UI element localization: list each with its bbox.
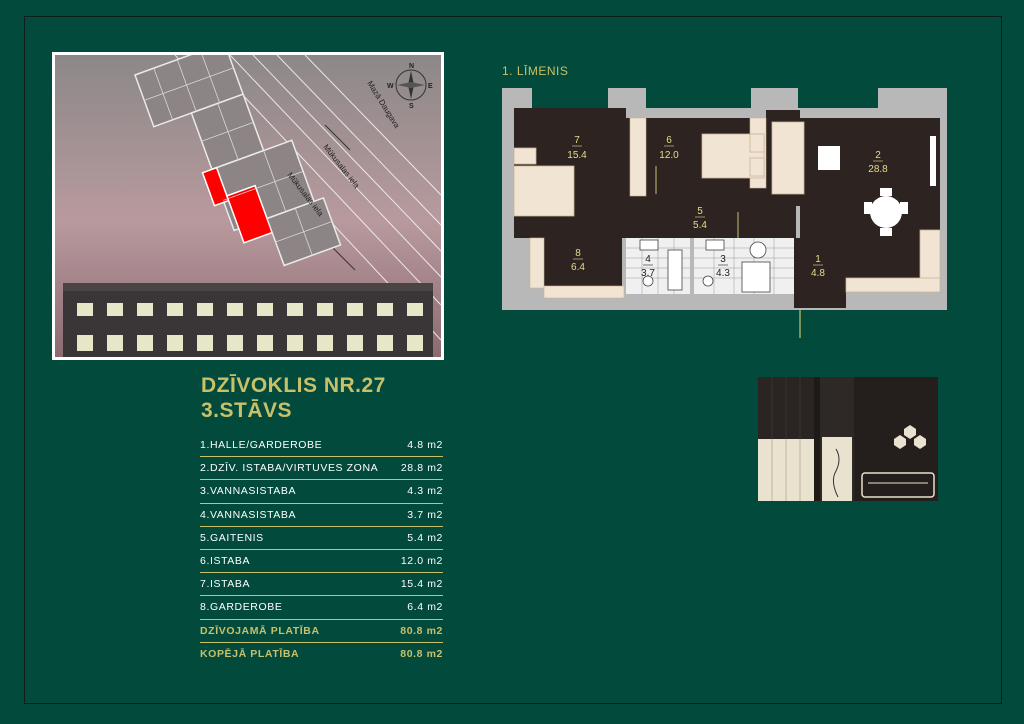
site-plan-image: N S E W Mazā Daugava Mūkusalas iela Mūku… xyxy=(52,52,444,360)
floor-title: 3.STĀVS xyxy=(201,399,293,422)
apartment-title: DZĪVOKLIS NR.27 xyxy=(201,374,386,397)
svg-text:4.8: 4.8 xyxy=(811,268,825,279)
interior-preview-image xyxy=(758,377,938,501)
room-mark-6: 6 12.0 xyxy=(659,135,679,161)
svg-text:6: 6 xyxy=(666,135,672,146)
compass-west: W xyxy=(387,83,394,90)
room-mark-2: 2 28.8 xyxy=(868,150,888,175)
compass-south: S xyxy=(409,103,414,110)
svg-text:1: 1 xyxy=(815,254,821,265)
compass-north: N xyxy=(409,63,414,70)
svg-text:4: 4 xyxy=(645,254,651,265)
room-mark-1: 1 4.8 xyxy=(811,254,825,279)
room-mark-4: 4 3.7 xyxy=(641,254,655,279)
svg-text:7: 7 xyxy=(574,135,580,146)
svg-text:6.4: 6.4 xyxy=(571,262,585,273)
floor-plan: 7 15.4 6 12.0 2 28.8 5 5.4 8 6.4 4 3.7 xyxy=(502,88,947,338)
page-frame xyxy=(24,16,1002,704)
svg-text:4.3: 4.3 xyxy=(716,268,730,279)
svg-text:15.4: 15.4 xyxy=(567,150,587,161)
room-mark-3: 3 4.3 xyxy=(716,254,730,279)
svg-text:12.0: 12.0 xyxy=(659,150,679,161)
svg-text:5: 5 xyxy=(697,206,703,217)
svg-text:3.7: 3.7 xyxy=(641,268,655,279)
compass-east: E xyxy=(428,83,433,90)
compass-icon: N S E W xyxy=(387,63,433,110)
room-mark-5: 5 5.4 xyxy=(693,206,707,231)
room-mark-8: 8 6.4 xyxy=(571,248,585,273)
svg-text:8: 8 xyxy=(575,248,581,259)
svg-text:2: 2 xyxy=(875,150,881,161)
svg-text:5.4: 5.4 xyxy=(693,220,707,231)
svg-text:28.8: 28.8 xyxy=(868,164,888,175)
room-mark-7: 7 15.4 xyxy=(567,135,587,161)
svg-text:3: 3 xyxy=(720,254,726,265)
level-label: 1. LĪMENIS xyxy=(502,64,569,78)
